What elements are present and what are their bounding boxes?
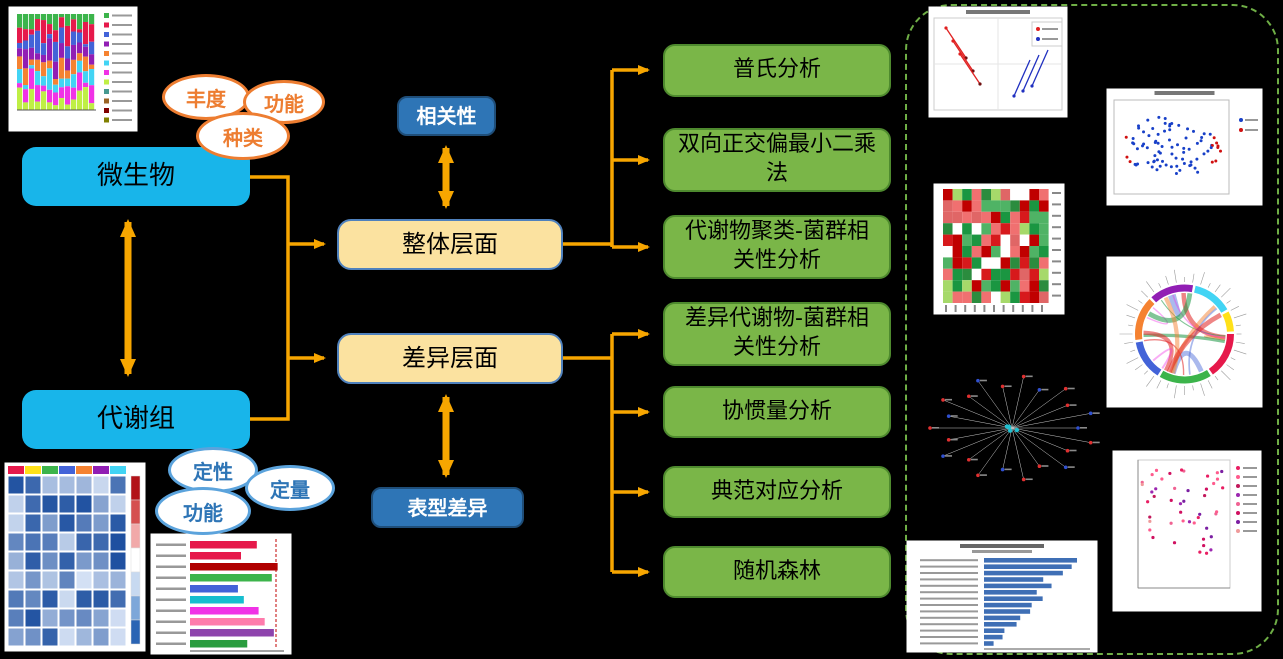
method-label: 随机森林 [732,558,821,584]
node-overall-level: 整体层面 [337,219,563,270]
node-metabolome-label: 代谢组 [96,403,175,434]
method-box-cca: 典范对应分析 [663,466,891,518]
feature-importance-thumbnail [906,540,1098,653]
bubble-species-label: 种类 [223,125,263,150]
node-correlation-label: 相关性 [416,104,477,128]
node-correlation: 相关性 [397,96,496,136]
method-box-random-forest: 随机森林 [663,546,891,598]
circos-plot-thumbnail [1106,256,1263,408]
method-box-coinertia: 协惯量分析 [663,386,891,438]
node-diff-level-label: 差异层面 [402,343,498,372]
method-label: 典范对应分析 [710,478,843,504]
node-diff-level: 差异层面 [337,333,563,384]
node-phenotype-diff-label: 表型差异 [407,495,488,520]
bubble-quantitative: 定量 [245,465,335,511]
method-label: 协惯量分析 [721,398,832,424]
bubble-function-metabolome: 功能 [155,487,251,535]
method-label: 代谢物聚类-菌群相关性分析 [685,219,869,273]
method-label: 差异代谢物-菌群相关性分析 [685,306,869,360]
lda-score-bar-chart-thumbnail [150,533,292,655]
method-box-diff-metabolite-corr: 差异代谢物-菌群相关性分析 [663,302,891,366]
method-box-metabolite-cluster-corr: 代谢物聚类-菌群相关性分析 [663,215,891,279]
blue-correlation-heatmap-thumbnail [4,462,146,652]
method-label: 普氏分析 [732,57,821,83]
bubble-species: 种类 [196,112,290,160]
method-box-procrustes: 普氏分析 [663,44,891,97]
node-phenotype-diff: 表型差异 [371,487,524,528]
clustered-heatmap-thumbnail [933,183,1065,315]
opls-loading-plot-thumbnail [1106,88,1263,206]
method-label: 双向正交偏最小二乘法 [677,132,876,186]
bubble-abundance-label: 丰度 [186,86,226,111]
overall-branch-trunk [563,70,614,247]
node-microbe-label: 微生物 [96,160,175,191]
bubble-abundance: 丰度 [162,74,250,120]
left-trunk-line [250,175,290,421]
results-panel-border [905,4,1279,655]
bubble-function-metabolome-label: 功能 [183,500,223,525]
stacked-bar-chart-thumbnail [8,6,138,132]
network-plot-thumbnail [928,374,1100,482]
node-overall-level-label: 整体层面 [402,229,498,258]
diff-branch-trunk [563,334,614,572]
node-metabolome: 代谢组 [22,390,250,449]
bubble-quantitative-label: 定量 [270,477,310,502]
scatter-plot-thumbnail [1112,450,1262,612]
method-box-o2pls: 双向正交偏最小二乘法 [663,128,891,192]
node-microbe: 微生物 [22,147,250,206]
bubble-qualitative-label: 定性 [193,459,233,484]
procrustes-plot-thumbnail [928,6,1068,118]
bubble-function-microbe-label: 功能 [264,91,304,116]
bubble-function-microbe: 功能 [243,80,325,124]
